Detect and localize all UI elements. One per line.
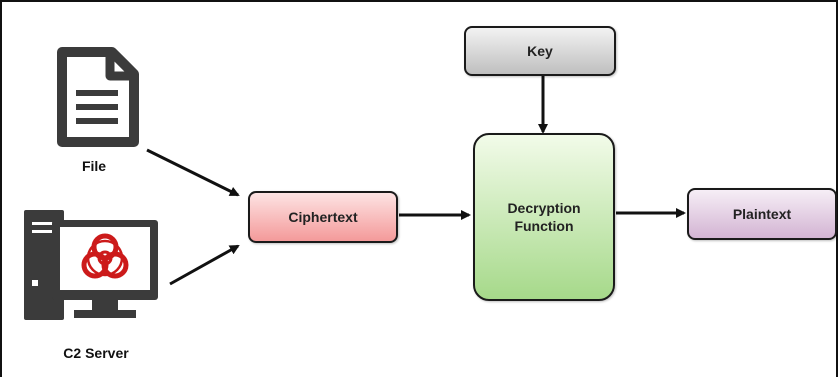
decryption-function-box: Decryption Function: [473, 133, 615, 301]
c2-server-label: C2 Server: [63, 345, 129, 361]
file-icon: [57, 47, 139, 147]
decryption-label-line2: Function: [514, 218, 574, 234]
key-label: Key: [527, 43, 553, 59]
key-box: Key: [464, 26, 616, 76]
ciphertext-box: Ciphertext: [248, 191, 398, 243]
arrow-server-to-ciphertext: [169, 244, 240, 286]
decryption-label-line1: Decryption: [507, 200, 581, 216]
plaintext-box: Plaintext: [687, 188, 837, 240]
ciphertext-label: Ciphertext: [288, 209, 358, 225]
plaintext-label: Plaintext: [732, 206, 792, 222]
arrow-file-to-ciphertext: [146, 148, 240, 197]
c2-server-icon: [24, 210, 158, 320]
file-label: File: [81, 158, 107, 174]
